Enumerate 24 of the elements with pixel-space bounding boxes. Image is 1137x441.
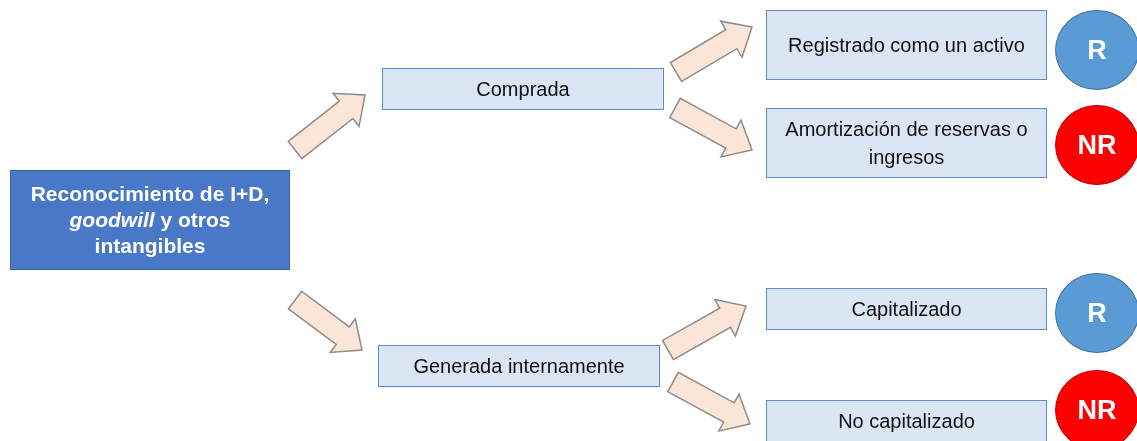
result-box [766, 108, 1047, 178]
node-label: Comprada [475, 77, 571, 102]
status-label: NR [1076, 394, 1118, 426]
block-arrow [668, 97, 753, 159]
result-box [766, 10, 1047, 80]
node-label: Generada internamente [412, 354, 626, 379]
block-arrow [669, 20, 753, 83]
status-label: NR [1076, 129, 1118, 161]
process-box [382, 68, 664, 110]
node-label: Capitalizado [850, 297, 963, 322]
status-label: R [1086, 297, 1108, 329]
block-arrow [287, 290, 363, 354]
block-arrow [287, 92, 366, 160]
status-label: R [1086, 34, 1108, 66]
result-box [766, 400, 1047, 441]
block-arrow [661, 298, 747, 361]
node-label: No capitalizado [837, 409, 976, 434]
process-box [378, 345, 660, 387]
node-label: Amortización de reservas o ingresos [784, 117, 1029, 170]
node-label: Registrado como un activo [787, 33, 1026, 58]
main-box [10, 170, 290, 270]
node-label: Reconocimiento de I+D, goodwill y otros intangibles [29, 180, 271, 260]
block-arrow [666, 371, 751, 433]
result-box [766, 288, 1047, 330]
